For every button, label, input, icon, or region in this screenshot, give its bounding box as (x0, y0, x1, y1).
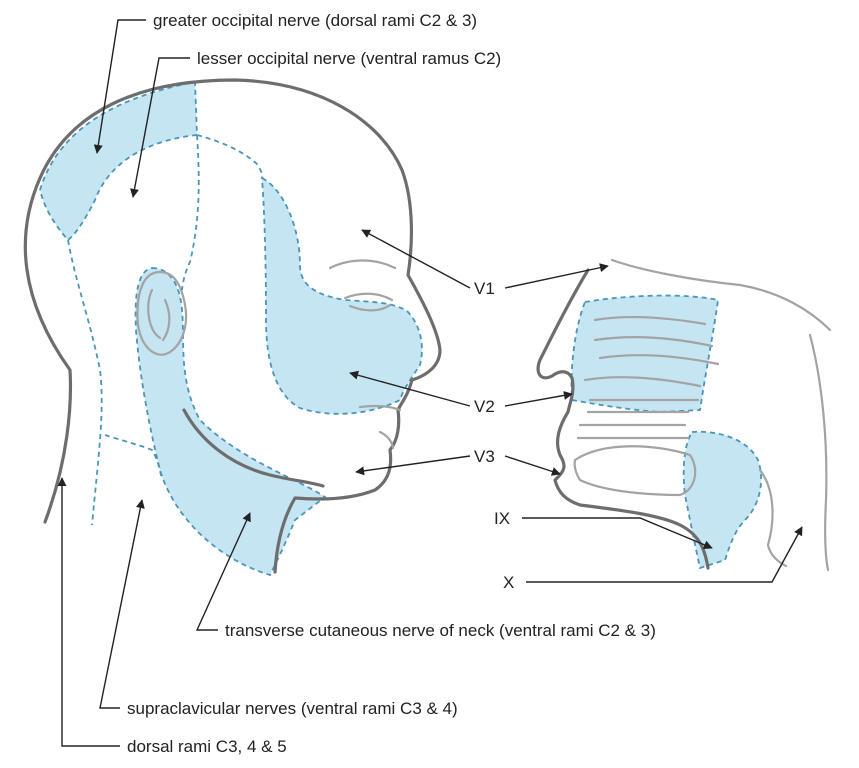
v2-leader-head (349, 370, 471, 407)
label-v3: V3 (474, 447, 495, 466)
label-x: X (503, 573, 514, 592)
face-profile-outline (536, 268, 710, 570)
spine-outline (758, 333, 830, 572)
dorsal-rami-leader (57, 477, 120, 747)
teeth (576, 398, 700, 440)
boundary-scalp (196, 134, 264, 179)
lesser-occipital-leader (130, 57, 190, 198)
boundary-behind-ear (181, 134, 200, 291)
ear (136, 270, 188, 356)
label-v2: V2 (474, 397, 495, 416)
nasal-structures (583, 258, 832, 388)
v3-leader-section (504, 455, 561, 476)
tongue (573, 445, 697, 497)
ear-inner (147, 288, 171, 342)
label-transverse-cutaneous-nerve: transverse cutaneous nerve of neck (vent… (225, 621, 656, 640)
v3-leader-head (355, 455, 471, 476)
v2-leader-section (504, 390, 573, 407)
transverse-cutaneous-zone (134, 267, 327, 577)
labels: greater occipital nerve (dorsal rami C2 … (127, 11, 656, 756)
nasal-cavity-zone (570, 294, 720, 413)
v2-zone (260, 176, 423, 415)
label-supraclavicular-nerves: supraclavicular nerves (ventral rami C3 … (127, 699, 458, 718)
label-dorsal-rami: dorsal rami C3, 4 & 5 (127, 737, 287, 756)
sagittal-section-view (536, 258, 832, 572)
greater-occipital-leader (93, 19, 146, 154)
leader-lines (57, 19, 803, 747)
label-lesser-occipital-nerve: lesser occipital nerve (ventral ramus C2… (197, 49, 501, 68)
label-v1: V1 (474, 279, 495, 298)
mouth (358, 404, 402, 450)
x-leader (526, 526, 803, 583)
pharynx-zone (682, 430, 762, 570)
head-lateral-view (23, 78, 442, 577)
greater-occipital-zone (39, 80, 198, 242)
ix-leader (522, 517, 713, 550)
label-greater-occipital-nerve: greater occipital nerve (dorsal rami C2 … (153, 11, 477, 30)
v1-leader-section (504, 263, 609, 289)
transverse-cutaneous-leader (195, 512, 251, 631)
v1-leader-head (361, 229, 471, 289)
head-outline (23, 78, 442, 574)
supraclavicular-leader (99, 499, 145, 709)
jaw-line (182, 408, 325, 488)
label-ix: IX (494, 509, 510, 528)
eyebrow (328, 259, 397, 270)
boundary-lesser-occipital (67, 239, 103, 526)
boundary-neck (104, 434, 163, 481)
eye (343, 292, 394, 312)
